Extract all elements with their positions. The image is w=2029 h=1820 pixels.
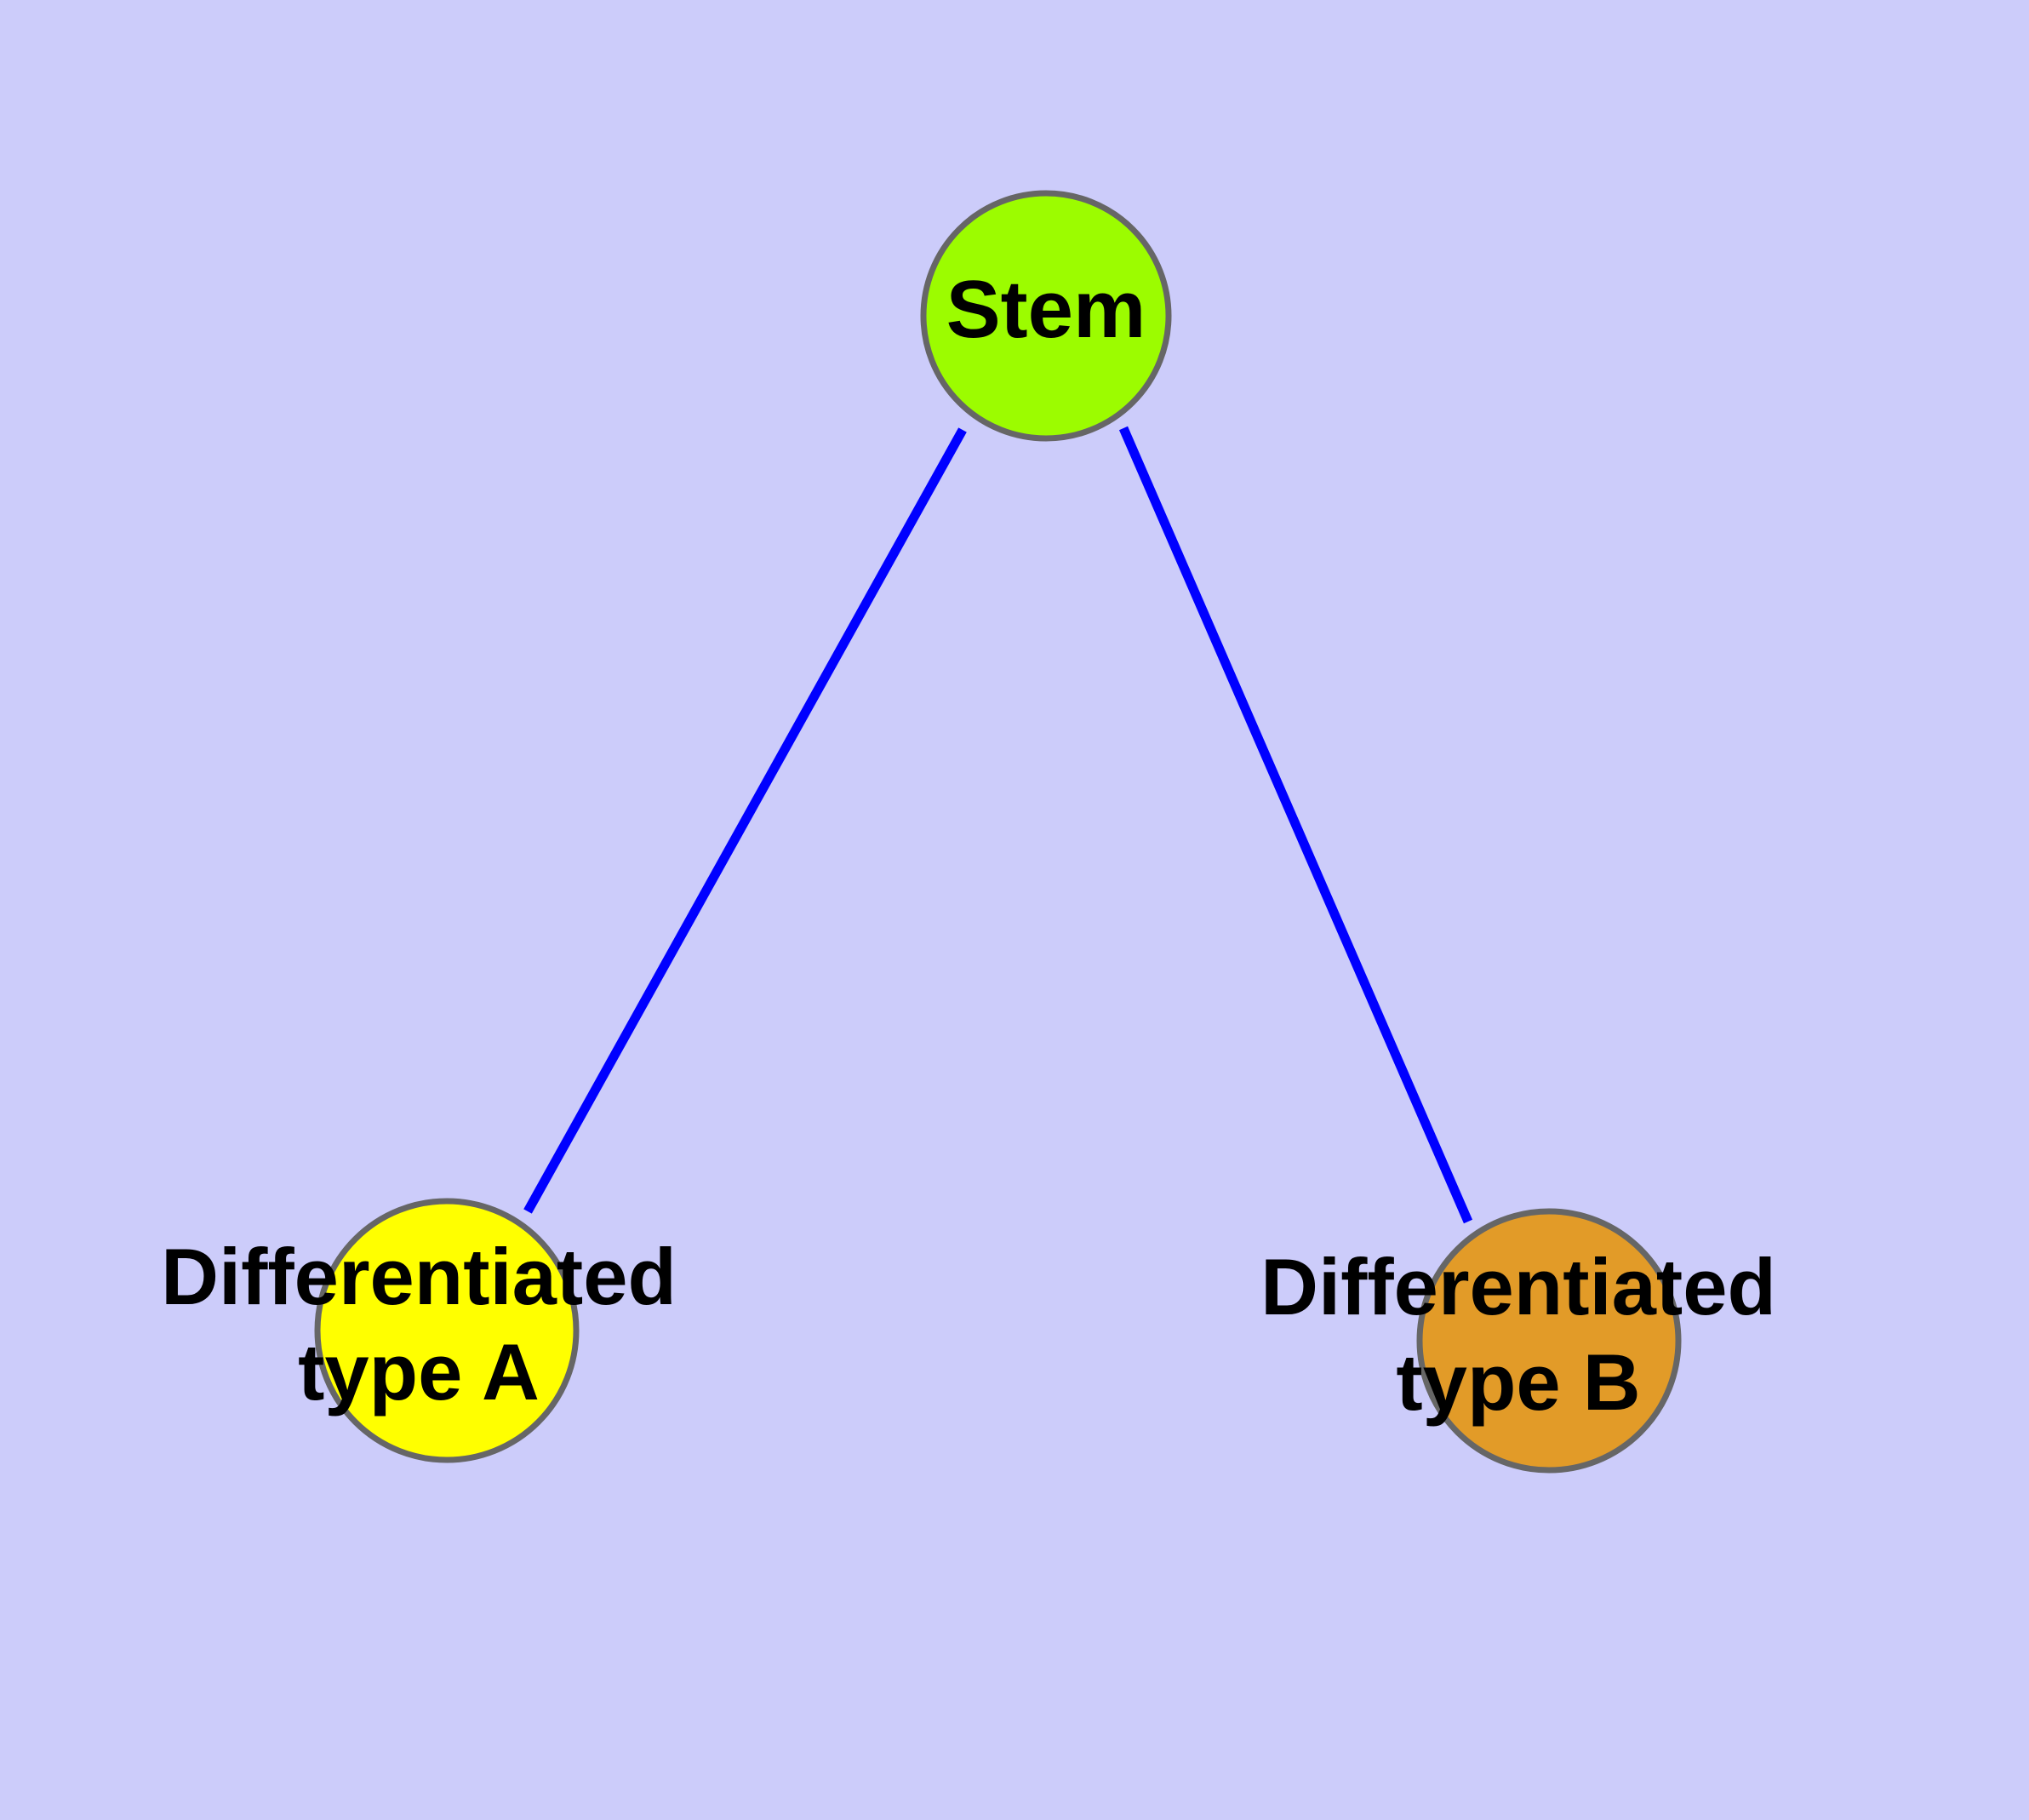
- node-diff_b[interactable]: [1416, 1208, 1682, 1474]
- node-label-line: type A: [298, 1327, 540, 1417]
- node-label-stem: Stem: [946, 264, 1146, 355]
- node-label-line: Differentiated: [1260, 1242, 1776, 1331]
- edges-group: [523, 426, 1473, 1224]
- node-label-line: type B: [1396, 1337, 1640, 1427]
- node-label-line: Stem: [946, 264, 1146, 355]
- edge-stem-to-diff-a: [523, 427, 967, 1214]
- node-label-line: Differentiated: [161, 1232, 677, 1321]
- node-diff_a[interactable]: [314, 1198, 580, 1463]
- node-stem[interactable]: [920, 190, 1172, 442]
- edge-stem-to-diff-b: [1118, 426, 1473, 1224]
- nodes-group: [314, 190, 1682, 1474]
